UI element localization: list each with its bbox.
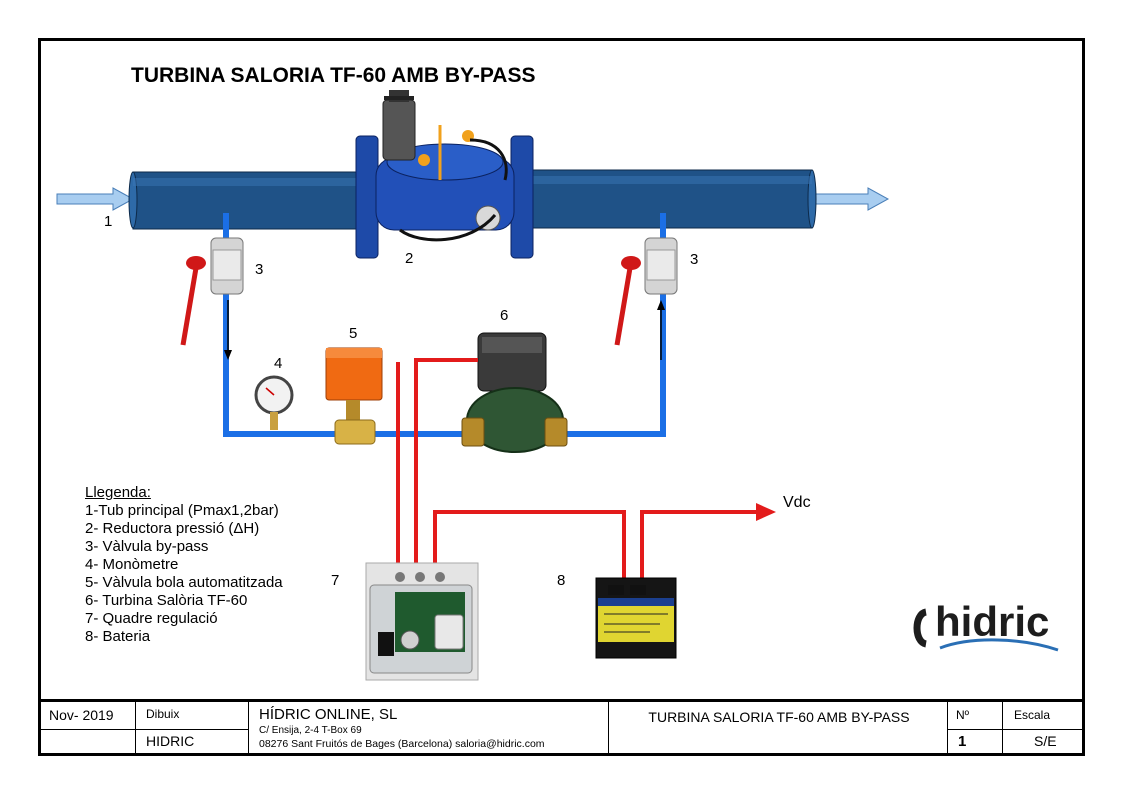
tb-company-cell xyxy=(249,702,609,753)
label-2: 2 xyxy=(405,250,414,267)
hidric-logo: hidric xyxy=(912,598,1062,656)
tb-drawn-label: Dibuix xyxy=(146,707,180,721)
legend-item: 8- Bateria xyxy=(85,628,151,645)
logo-text: hidric xyxy=(935,598,1049,646)
drawing-title: TURBINA SALORIA TF-60 AMB BY-PASS xyxy=(131,64,536,87)
tb-address-1: C/ Ensija, 2-4 T-Box 69 xyxy=(259,725,362,736)
label-8: 8 xyxy=(557,572,566,589)
legend-item: 2- Reductora pressió (ΔH) xyxy=(85,520,260,537)
tb-company: HÍDRIC ONLINE, SL xyxy=(259,706,398,723)
tb-date-cell xyxy=(41,702,136,753)
battery-icon xyxy=(595,577,677,659)
tb-scale-label: Escala xyxy=(1014,708,1051,722)
label-1: 1 xyxy=(104,213,113,230)
manometer-icon xyxy=(254,375,294,430)
legend-item: 6- Turbina Salòria TF-60 xyxy=(85,592,248,609)
legend: Llegenda: 1-Tub principal (Pmax1,2bar) 2… xyxy=(85,484,283,646)
label-5: 5 xyxy=(349,325,358,342)
bypass-pipe xyxy=(223,213,666,437)
legend-item: 1-Tub principal (Pmax1,2bar) xyxy=(85,502,279,519)
flow-direction-down-arrow xyxy=(224,300,232,360)
label-6: 6 xyxy=(500,307,509,324)
tb-drawing-title: TURBINA SALORIA TF-60 AMB BY-PASS xyxy=(648,709,910,725)
tb-drawn-cell xyxy=(136,702,249,753)
logo-brand: hidric xyxy=(935,598,1050,645)
legend-item: 3- Vàlvula by-pass xyxy=(85,538,209,555)
tb-number-value: 1 xyxy=(958,733,967,750)
motorized-valve-icon xyxy=(325,347,383,445)
label-3-right: 3 xyxy=(690,251,699,268)
flow-direction-up-arrow xyxy=(657,300,665,360)
label-7: 7 xyxy=(331,572,340,589)
control-box-icon xyxy=(365,562,479,681)
flow-in-arrow xyxy=(56,187,135,211)
tb-divider xyxy=(41,729,249,730)
tb-divider xyxy=(948,729,1082,730)
tb-title-cell xyxy=(609,702,948,753)
pressure-reducer-icon xyxy=(355,90,534,259)
legend-item: 7- Quadre regulació xyxy=(85,610,218,627)
tb-number-cell xyxy=(948,702,1003,753)
tb-number-label: Nº xyxy=(956,708,970,722)
main-pipe-right xyxy=(531,169,817,229)
legend-heading: Llegenda: xyxy=(85,484,151,501)
legend-item: 5- Vàlvula bola automatitzada xyxy=(85,574,283,591)
flow-out-arrow xyxy=(809,187,890,211)
label-3-left: 3 xyxy=(255,261,264,278)
legend-item: 4- Monòmetre xyxy=(85,556,179,573)
tb-address-2: 08276 Sant Fruitós de Bages (Barcelona) … xyxy=(259,738,545,750)
title-block: Nov- 2019 Dibuix HIDRIC HÍDRIC ONLINE, S… xyxy=(38,699,1085,756)
ball-valve-left-icon xyxy=(180,237,244,346)
tb-scale-value: S/E xyxy=(1034,733,1057,749)
main-pipe-left xyxy=(128,171,359,230)
logo-graphic xyxy=(913,608,1059,652)
electrical-wires xyxy=(396,358,758,585)
vdc-arrow xyxy=(756,503,776,521)
tb-date: Nov- 2019 xyxy=(49,707,114,723)
ball-valve-right-icon xyxy=(614,237,678,346)
label-4: 4 xyxy=(274,355,283,372)
turbine-icon xyxy=(461,332,568,453)
tb-drawn-value: HIDRIC xyxy=(146,733,195,749)
vdc-label: Vdc xyxy=(783,494,811,511)
